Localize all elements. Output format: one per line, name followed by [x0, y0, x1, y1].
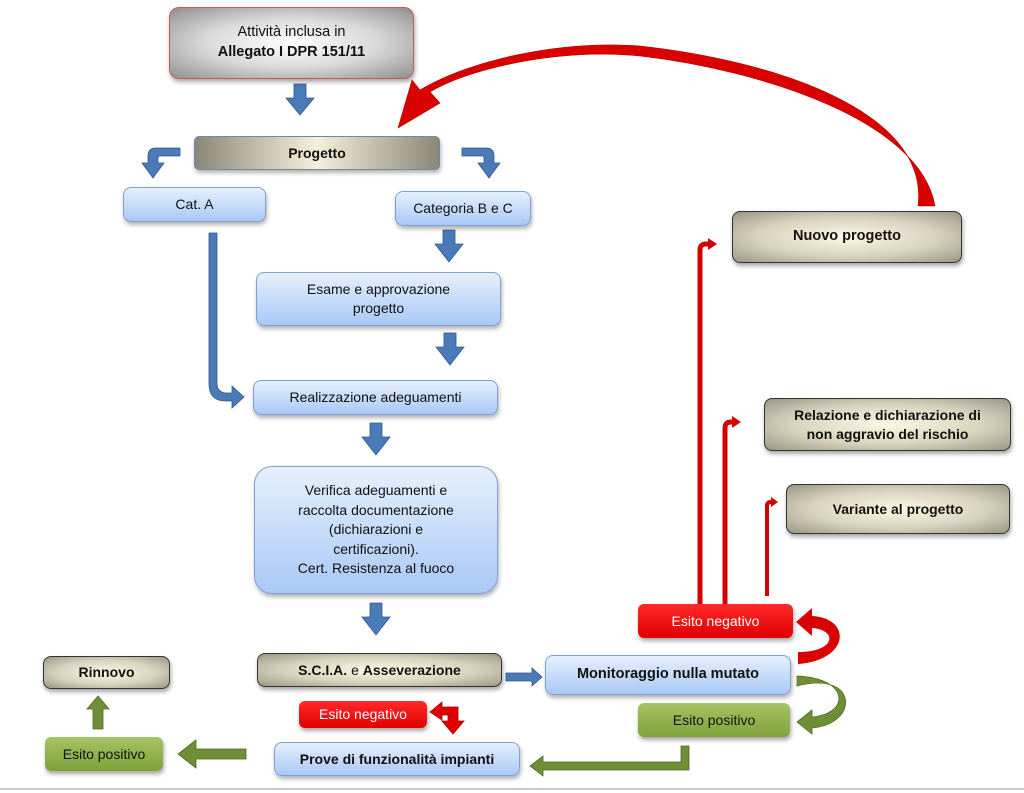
node-attivita-inclusa: Attività inclusa in Allegato I DPR 151/1…: [169, 7, 414, 79]
node-esito-negativo-right-label: Esito negativo: [671, 612, 760, 629]
node-categoria-b-c-label: Categoria B e C: [413, 200, 513, 217]
arrow-down-attivita-progetto: [285, 83, 315, 116]
arrow-curve-progetto-cat-bc: [461, 147, 501, 179]
node-esito-negativo-bottom: Esito negativo: [299, 701, 427, 728]
arrowhead-variante: [771, 497, 778, 507]
node-rinnovo: Rinnovo: [43, 656, 170, 689]
node-esito-negativo-right: Esito negativo: [638, 604, 793, 638]
node-scia-connector: e: [347, 661, 363, 678]
arrow-green-up-rinnovo: [86, 695, 110, 730]
node-relazione-line1: Relazione e dichiarazione di: [794, 406, 981, 423]
node-variante-progetto: Variante al progetto: [786, 484, 1010, 534]
node-realizzazione-label: Realizzazione adeguamenti: [289, 389, 462, 406]
node-monitoraggio-label: Monitoraggio nulla mutato: [576, 666, 760, 683]
node-esame-approvazione: Esame e approvazione progetto: [256, 272, 501, 326]
node-nuovo-progetto-label: Nuovo progetto: [793, 228, 901, 245]
arrowhead-relazione: [732, 416, 741, 428]
node-esito-positivo-right-label: Esito positivo: [672, 711, 756, 728]
node-attivita-line1: Attività inclusa in: [237, 24, 346, 41]
node-esame-line2: progetto: [352, 300, 405, 316]
arrowhead-nuovo-progetto: [708, 238, 717, 250]
arrow-down-catbc-esame: [434, 229, 464, 263]
node-verifica-line3: (dichiarazioni e: [328, 521, 424, 538]
arrow-down-verifica-scia: [361, 602, 391, 636]
node-relazione-dichiarazione: Relazione e dichiarazione di non aggravi…: [764, 398, 1011, 451]
bottom-divider: [0, 788, 1024, 790]
node-esito-positivo-left-label: Esito positivo: [62, 745, 146, 762]
node-prove-label: Prove di funzionalità impianti: [299, 750, 495, 767]
arrow-green-esito-positivo-prove: [529, 745, 690, 777]
node-categoria-b-c: Categoria B e C: [395, 191, 531, 226]
arrow-down-realizzazione-verifica: [361, 422, 391, 456]
node-rinnovo-label: Rinnovo: [78, 664, 135, 681]
node-esito-positivo-left: Esito positivo: [45, 737, 163, 771]
node-cat-a-label: Cat. A: [175, 196, 214, 213]
node-realizzazione-adeguamenti: Realizzazione adeguamenti: [253, 380, 498, 415]
node-verifica-line1: Verifica adeguamenti e: [304, 482, 448, 499]
node-esito-negativo-bottom-label: Esito negativo: [319, 706, 407, 723]
node-progetto: Progetto: [194, 136, 440, 170]
node-relazione-line2: non aggravio del rischio: [806, 425, 969, 442]
node-scia-asseverazione: S.C.I.A. e Asseverazione: [257, 653, 502, 687]
arrow-red-curve-nuovo-progetto: [397, 44, 936, 207]
arrow-red-esito-variante: [765, 500, 773, 596]
node-asseverazione-label: Asseverazione: [362, 661, 461, 678]
arrow-red-esito-relazione: [722, 419, 734, 604]
node-verifica-line2: raccolta documentazione: [298, 501, 454, 518]
arrow-bent-cat-a-realizzazione: [208, 232, 245, 409]
node-verifica-adeguamenti: Verifica adeguamenti e raccolta document…: [254, 466, 498, 594]
node-nuovo-progetto: Nuovo progetto: [732, 211, 962, 263]
node-monitoraggio: Monitoraggio nulla mutato: [545, 655, 791, 695]
node-attivita-line2: Allegato I DPR 151/11: [217, 44, 366, 60]
arrow-down-esame-realizzazione: [435, 332, 465, 366]
arrow-red-esito-nuovo-progetto: [697, 241, 710, 604]
node-progetto-label: Progetto: [288, 144, 346, 161]
arrow-red-curve-monitoraggio-negativo: [796, 608, 840, 664]
node-esito-positivo-right: Esito positivo: [638, 703, 790, 737]
node-verifica-line5: Cert. Resistenza al fuoco: [297, 560, 455, 577]
node-prove-funzionalita: Prove di funzionalità impianti: [274, 742, 520, 776]
arrow-right-scia-monitoraggio: [505, 667, 543, 687]
node-cat-a: Cat. A: [123, 187, 266, 222]
arrow-curve-progetto-cat-a: [141, 147, 181, 179]
node-scia-label: S.C.I.A.: [298, 661, 348, 678]
arrow-red-esito-negativo-prove: [429, 701, 465, 735]
node-verifica-line4: certificazioni).: [333, 540, 419, 557]
node-esame-line1: Esame e approvazione: [306, 281, 451, 298]
node-variante-label: Variante al progetto: [832, 500, 964, 517]
arrow-green-prove-esito-positivo: [177, 739, 247, 769]
arrow-green-curve-monitoraggio-positivo: [796, 675, 847, 735]
